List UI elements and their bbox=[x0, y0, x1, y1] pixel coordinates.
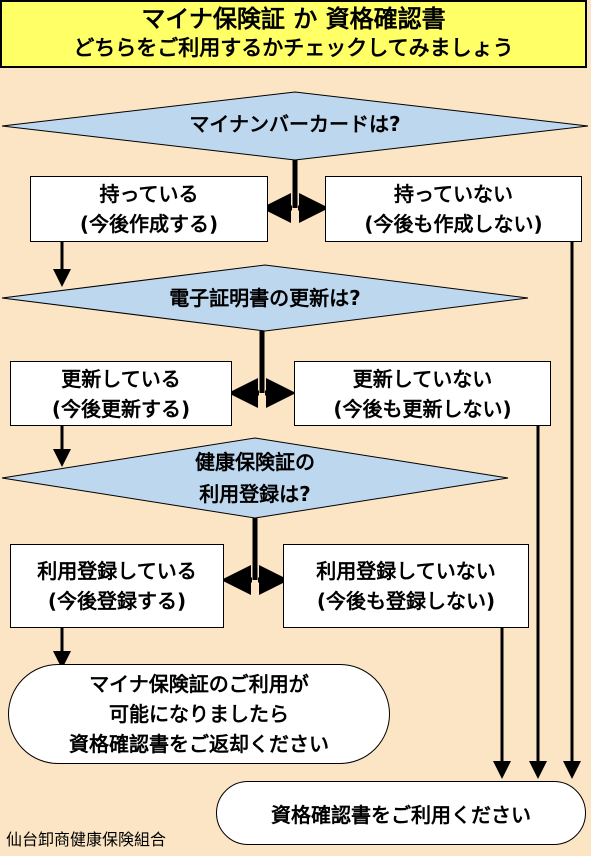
option-line: 利用登録している bbox=[37, 559, 197, 583]
option-line: (今後も登録しない) bbox=[316, 589, 496, 613]
decision-diamond-registration bbox=[1, 437, 509, 519]
option-line: 利用登録していない bbox=[316, 559, 496, 583]
option-line: 更新していない bbox=[352, 366, 493, 391]
option-line: 更新している bbox=[61, 366, 181, 391]
result-line: 可能になりましたら bbox=[109, 702, 289, 726]
option-no-card: 持っていない (今後も作成しない) bbox=[325, 176, 582, 242]
option-registered: 利用登録している (今後登録する) bbox=[10, 544, 224, 628]
option-line: 持っている bbox=[99, 182, 199, 206]
option-line: (今後作成する) bbox=[79, 212, 219, 236]
decision-text-line: 健康保険証の bbox=[195, 450, 315, 474]
option-has-card: 持っている (今後作成する) bbox=[30, 176, 268, 242]
decision-diamond-mynacard bbox=[1, 91, 589, 161]
result-certificate: 資格確認書をご利用ください bbox=[216, 781, 586, 845]
result-mynacard: マイナ保険証のご利用が 可能になりましたら 資格確認書をご返却ください bbox=[8, 664, 390, 764]
option-line: (今後登録する) bbox=[47, 589, 187, 613]
decision-text-mynacard: マイナンバーカードは? bbox=[189, 112, 401, 136]
option-not-renewed: 更新していない (今後も更新しない) bbox=[294, 361, 551, 426]
option-renewed: 更新している (今後更新する) bbox=[10, 361, 232, 426]
option-line: (今後も更新しない) bbox=[333, 396, 512, 421]
decision-text-line: 利用登録は? bbox=[199, 482, 311, 506]
result-line: 資格確認書をご利用ください bbox=[271, 802, 531, 827]
option-line: 持っていない bbox=[394, 182, 513, 206]
page-subtitle: どちらをご利用するかチェックしてみましょう bbox=[73, 36, 514, 60]
option-not-registered: 利用登録していない (今後も登録しない) bbox=[283, 544, 529, 628]
decision-text-certificate: 電子証明書の更新は? bbox=[169, 286, 361, 310]
option-line: (今後も作成しない) bbox=[364, 212, 543, 236]
result-line: 資格確認書をご返却ください bbox=[69, 732, 329, 756]
decision-text-registration: 健康保険証の 利用登録は? bbox=[80, 446, 430, 510]
option-line: (今後更新する) bbox=[51, 396, 191, 421]
decision-diamond-certificate bbox=[1, 264, 529, 332]
header-banner: マイナ保険証 か 資格確認書 どちらをご利用するかチェックしてみましょう bbox=[0, 0, 587, 68]
footer-organization: 仙台卸商健康保険組合 bbox=[6, 830, 167, 849]
result-line: マイナ保険証のご利用が bbox=[89, 672, 309, 696]
page-title: マイナ保険証 か 資格確認書 bbox=[141, 5, 446, 33]
